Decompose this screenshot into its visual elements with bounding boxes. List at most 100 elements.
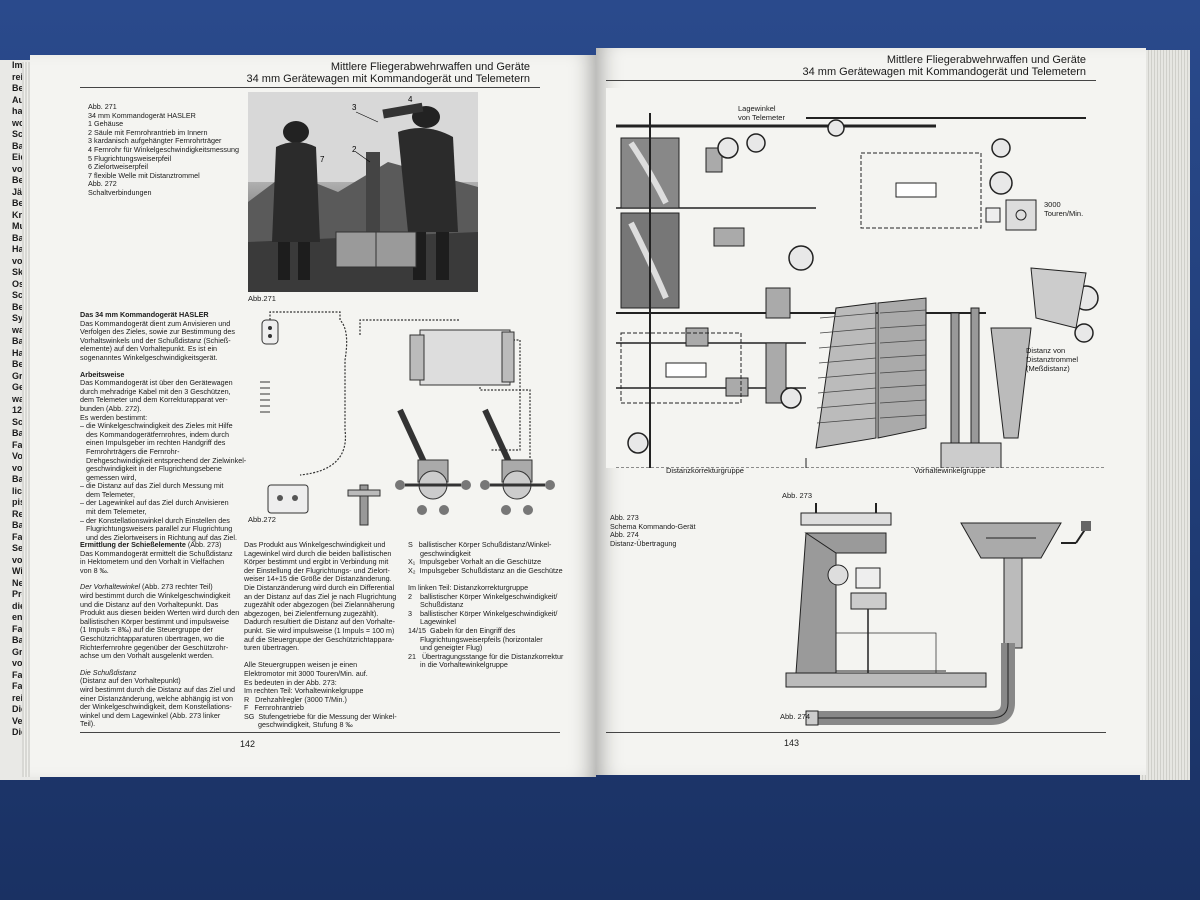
column-1-text-a: Das Kommandogerät ermittelt die Schußdis…: [80, 549, 270, 576]
back-page-fragment: die: [12, 600, 26, 611]
schiesselemente-title: Ermittlung der Schießelemente: [80, 540, 186, 549]
right-captions: Abb. 273 Schema Kommando-Gerät Abb. 274 …: [610, 513, 760, 548]
back-page-fragment: Fau: [12, 439, 29, 450]
back-page-fragment: hat: [12, 106, 26, 116]
text-line: ballistischen Körper bestimmt und impuls…: [80, 616, 230, 626]
text-line: R Drehzahlregler (3000 T/Min.): [244, 694, 347, 704]
wiring-diagram: [260, 311, 555, 526]
back-page-fragment: Die: [12, 727, 27, 737]
figure-captions: Abb. 271 34 mm Kommandogerät HASLER 1 Ge…: [88, 102, 248, 198]
back-page-fragment: Die: [12, 704, 27, 714]
back-page-fragment: Sys: [12, 313, 29, 323]
back-page-fragment: Ba: [12, 232, 24, 243]
text-line: achse um den Vorhalt ausgelenkt werden.: [80, 651, 214, 661]
back-page-fragment: Ha: [12, 244, 24, 254]
text-line: Es bedeuten in der Abb. 273:: [244, 677, 337, 687]
text-line: X₁ Impulsgeber Vorhalt an die Geschütze: [408, 557, 542, 567]
text-line: weiser 14+15 die Größe der Distanzänderu…: [244, 574, 392, 584]
text-line: und die Distanz auf den Vorhaltepunkt. D…: [80, 599, 219, 609]
text-line: punkt. Sie wird impulsweise (1 Impuls = …: [244, 625, 395, 635]
back-page-fragment: Wie: [12, 566, 28, 576]
text-line: Elektromotor mit 3000 Touren/Min. auf.: [244, 668, 368, 678]
back-page-fragment: Fah: [12, 669, 29, 680]
back-page-fragment: Ba: [12, 520, 24, 530]
text-line: Das Kommandogerät ist über den Gerätewag…: [80, 378, 233, 388]
text-line: und geneigter Flug): [408, 643, 483, 653]
text-line: abgezogen, bei Zielentfernung zugezählt)…: [244, 608, 379, 618]
text-line: 14/15 Gabeln für den Eingriff des: [408, 625, 516, 635]
back-page-fragment: wat: [12, 393, 28, 404]
back-page-fragment: Pro: [12, 589, 28, 599]
text-line: der Einstellung der Flugrichtungs- und Z…: [244, 565, 390, 575]
text-line: Körper bestimmt und ergibt in Verbindung…: [244, 557, 389, 567]
vorhaltewinkel-title: Der Vorhaltewinkel: [80, 582, 141, 592]
back-page-fragment: wo: [12, 117, 25, 128]
left-running-header: Mittlere Fliegerabwehrwaffen und Geräte …: [100, 61, 531, 85]
back-page-fragment: vor: [12, 163, 27, 174]
text-line: an der Distanz auf das Ziel je nach Flug…: [244, 591, 397, 601]
column-1-text-c: (Distanz auf den Vorhaltepunkt)wird best…: [80, 677, 270, 729]
arbeitsweise-title: Arbeitsweise: [80, 369, 125, 379]
text-line: des Kommandogerätfernrohres, indem durch: [80, 429, 230, 439]
back-page-fragment: Ba: [12, 428, 24, 438]
svg-text:4: 4: [408, 95, 413, 104]
back-page-fragment: Jäg: [12, 186, 28, 197]
text-line: einer Distanzänderung, welche abhängig i…: [80, 693, 234, 703]
command-device-schematic: [606, 88, 1106, 468]
text-line: F Fernrohrantrieb: [244, 703, 304, 713]
caption-line: Abb. 272: [88, 179, 117, 189]
back-page-fragment: ent: [12, 612, 26, 622]
back-page-fragment: Os: [12, 278, 25, 289]
caption-line: 2 Säule mit Fernrohrantrieb im Innern: [88, 127, 208, 137]
back-page-fragment: wat: [12, 324, 28, 335]
back-page-fragment: vor: [12, 255, 27, 266]
right-header-line2: 34 mm Gerätewagen mit Kommandogerät und …: [802, 66, 1087, 78]
caption-line: 34 mm Kommandogerät HASLER: [88, 110, 196, 120]
column-1-text-b: wird bestimmt durch die Winkelgeschwindi…: [80, 591, 270, 661]
right-running-header: Mittlere Fliegerabwehrwaffen und Geräte …: [746, 54, 1087, 78]
caption-line: 3 kardanisch aufgehängter Fernrohrträger: [88, 136, 222, 146]
back-page-fragment: Sch: [12, 290, 29, 300]
text-line: Lagewinkel: [408, 617, 456, 627]
text-line: Produkt aus diesen beiden Werten wird du…: [80, 608, 240, 618]
page-number-right: 143: [784, 738, 800, 748]
text-line: Lagewinkel wird durch die beiden ballist…: [244, 548, 392, 558]
footer-rule: [80, 732, 560, 733]
caption-line: 5 Flugrichtungsweiserpfeil: [88, 153, 172, 163]
back-page-fragment: Ski: [12, 267, 26, 277]
back-page-fragment: Ver: [12, 715, 27, 726]
back-page-fragment: Fau: [12, 531, 29, 542]
text-line: S ballistischer Körper Schußdistanz/Wink…: [408, 540, 552, 549]
ballistic-body: [815, 297, 927, 449]
text-line: in Hektometern und den Vorhalt in Vielfa…: [80, 557, 225, 567]
text-line: (Distanz auf den Vorhaltepunkt): [80, 676, 181, 686]
text-line: sogenanntes Winkelgeschwindigkeitsgerät.: [80, 352, 218, 362]
text-line: Flugrichtungsweiserpfeils (horizontaler: [408, 634, 543, 644]
text-line: Das Produkt aus Winkelgeschwindigkeit un…: [244, 540, 386, 549]
text-line: durch mehradrige Kabel mit den 3 Geschüt…: [80, 386, 231, 396]
text-line: Fernrohrträgers die Fernrohr-: [80, 446, 180, 456]
text-line: Flugrichtungsweisers parallel zur Flugri…: [80, 524, 233, 534]
caption-line: 6 Zielortweiserpfeil: [88, 162, 148, 172]
back-page-fragment: Ba: [12, 336, 24, 346]
text-line: einen Impulsgeber im rechten Handgriff d…: [80, 438, 226, 448]
left-header-line2: 34 mm Gerätewagen mit Kommandogerät und …: [246, 73, 531, 85]
back-page-fragment: Bes: [12, 198, 29, 208]
back-page-fragment: Gra: [12, 370, 28, 381]
text-line: 21 Übertragungsstange für die Distanzkor…: [408, 651, 564, 661]
caption-line: Abb. 274: [610, 530, 639, 540]
left-header-line1: Mittlere Fliegerabwehrwaffen und Geräte: [330, 61, 530, 73]
caption-line: 1 Gehäuse: [88, 119, 124, 129]
back-page-fragment: Mu: [12, 221, 25, 231]
back-page-fragment: vor: [12, 462, 27, 473]
text-line: Es werden bestimmt:: [80, 412, 148, 422]
text-line: wird bestimmt durch die Distanz auf das …: [80, 684, 235, 694]
vorhaltewinkel-ref: (Abb. 273 rechter Teil): [140, 582, 213, 592]
back-page-fragment: Ha: [12, 347, 24, 358]
back-page-fragment: Im: [12, 60, 23, 70]
text-line: elemente) auf den Vorhaltepunkt. Es ist …: [80, 344, 218, 354]
